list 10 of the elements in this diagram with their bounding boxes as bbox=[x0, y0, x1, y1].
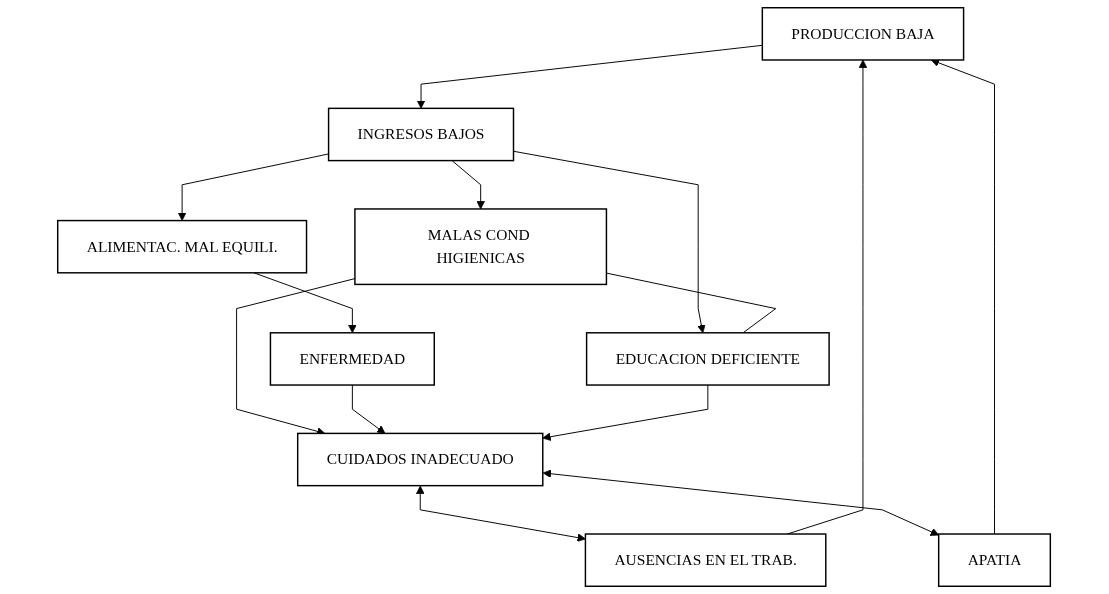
connector bbox=[606, 272, 777, 334]
node-box: AUSENCIAS EN EL TRAB. bbox=[585, 533, 827, 587]
node-box: EDUCACION DEFICIENTE bbox=[586, 332, 831, 386]
node-box: CUIDADOS INADECUADO bbox=[297, 432, 544, 487]
node-box: APATIA bbox=[938, 533, 1052, 587]
node-box: INGRESOS BAJOS bbox=[328, 107, 515, 162]
node-box: PRODUCCION BAJA bbox=[762, 7, 965, 61]
node-box: MALAS COND HIGIENICAS bbox=[354, 208, 608, 286]
node-box: ENFERMEDAD bbox=[270, 332, 436, 386]
node-box: ALIMENTAC. MAL EQUILI. bbox=[57, 219, 308, 274]
